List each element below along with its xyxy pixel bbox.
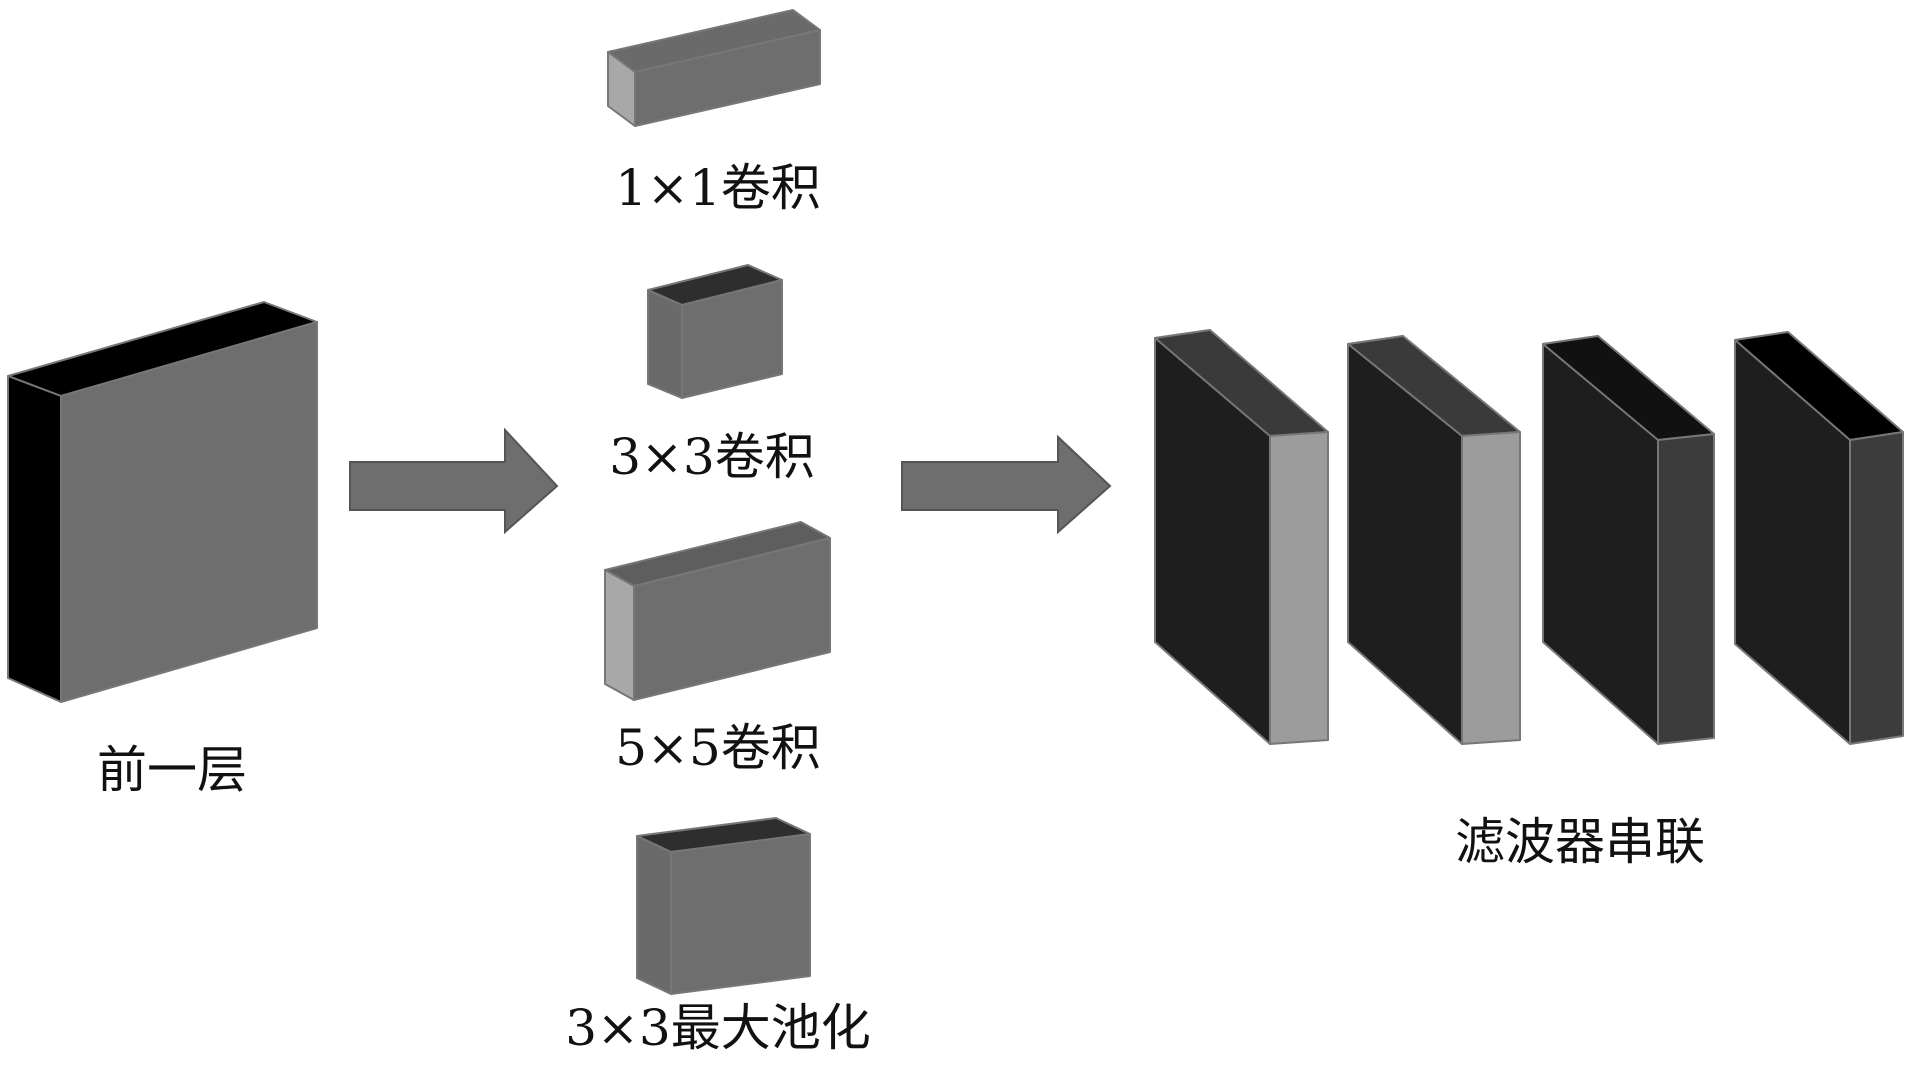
conv-3x3-front-face [681, 279, 783, 399]
maxpool-3x3-block [636, 817, 811, 995]
label-previous-layer: 前一层 [97, 741, 247, 799]
conv-1x1-front-face [634, 29, 821, 127]
previous-layer-left-face [7, 375, 62, 703]
previous-layer-front-face [60, 321, 318, 703]
label-conv-5x5: 5×5卷积 [615, 719, 821, 777]
conv-5x5-side-face [604, 569, 635, 701]
arrow-to-branches [349, 427, 559, 535]
filter-concat-slab-3 [1542, 335, 1715, 745]
label-maxpool-3x3: 3×3最大池化 [565, 999, 871, 1057]
filter-slab-3-side [1657, 433, 1715, 745]
filter-concat-slab-2 [1347, 335, 1521, 745]
maxpool-3x3-front-face [670, 833, 811, 995]
conv-3x3-left-face [647, 289, 683, 399]
filter-slab-4-side [1849, 431, 1904, 745]
filter-concat-slab-1 [1154, 329, 1329, 745]
filter-slab-1-side [1269, 431, 1329, 745]
arrow-to-concat [901, 434, 1112, 535]
filter-slab-2-side [1461, 431, 1521, 745]
conv-5x5-front-face [633, 537, 831, 701]
conv-3x3-block [647, 264, 783, 399]
label-conv-3x3: 3×3卷积 [609, 428, 815, 486]
filter-concat-slab-4 [1734, 331, 1904, 745]
label-filter-concat: 滤波器串联 [1455, 813, 1705, 871]
previous-layer-block [7, 301, 318, 703]
conv-1x1-block [607, 9, 821, 127]
conv-5x5-block [604, 521, 831, 701]
label-conv-1x1: 1×1卷积 [615, 159, 821, 217]
maxpool-3x3-left-face [636, 835, 672, 995]
